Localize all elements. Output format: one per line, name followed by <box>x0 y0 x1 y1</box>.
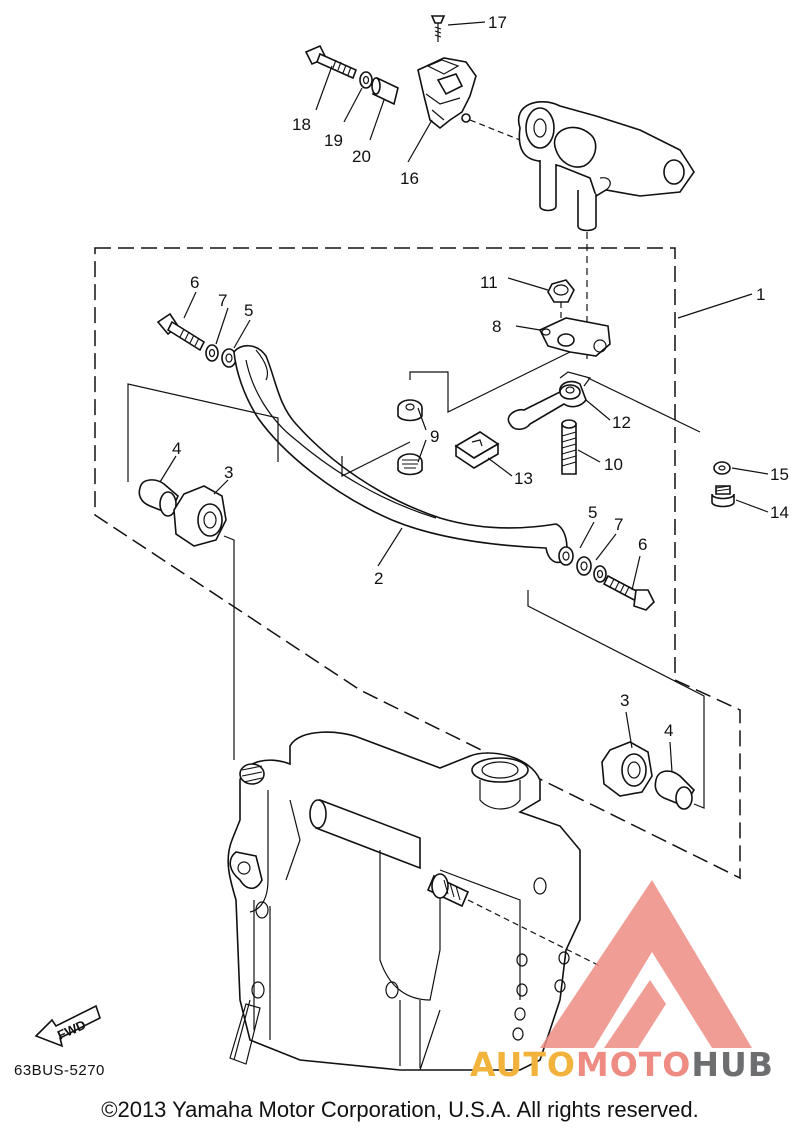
shaft-10 <box>561 419 601 475</box>
callout-4a: 4 <box>172 439 181 458</box>
bracket-assembly-16 <box>304 15 521 163</box>
clamp-bracket-reference <box>227 731 601 1071</box>
watermark-part2: MOTO <box>575 1045 692 1084</box>
collar-nut-left <box>127 383 279 760</box>
callout-6b: 6 <box>638 535 647 554</box>
collar-nut-right <box>527 590 705 810</box>
grommet-13 <box>454 431 513 477</box>
bolt-washer-set-left <box>156 291 251 368</box>
bolt-washer-set-right <box>558 521 655 611</box>
callout-7b: 7 <box>614 515 623 534</box>
bolt-washer-14-15 <box>587 377 769 513</box>
watermark-wordmark: AUTOMOTOHUB <box>470 1045 774 1084</box>
callout-12: 12 <box>612 413 631 432</box>
callout-16: 16 <box>400 169 419 188</box>
callout-8: 8 <box>492 317 501 336</box>
diagram-code: 63BUS-5270 <box>14 1062 105 1079</box>
callout-2: 2 <box>374 569 383 588</box>
swivel-clamp-reference <box>517 101 695 360</box>
callout-20: 20 <box>352 147 371 166</box>
copyright-notice: ©2013 Yamaha Motor Corporation, U.S.A. A… <box>101 1097 699 1122</box>
callout-19: 19 <box>324 131 343 150</box>
callout-17: 17 <box>488 13 507 32</box>
callout-numbers: 17 18 19 20 16 11 1 6 7 5 8 12 9 4 3 10 … <box>172 13 789 740</box>
callout-14: 14 <box>770 503 789 522</box>
callout-5a: 5 <box>244 301 253 320</box>
damper-callout-frame <box>341 351 571 477</box>
callout-9: 9 <box>430 427 439 446</box>
shift-arm-2 <box>233 344 568 567</box>
fwd-label: FWD <box>55 1017 88 1043</box>
damper-9 <box>397 399 427 476</box>
callout-7a: 7 <box>218 291 227 310</box>
callout-4b: 4 <box>664 721 673 740</box>
fwd-arrow-icon: FWD <box>34 1004 101 1048</box>
link-plate-8 <box>507 277 611 357</box>
callout-5b: 5 <box>588 503 597 522</box>
callout-11: 11 <box>480 273 498 292</box>
lever-12 <box>507 371 611 431</box>
callout-6a: 6 <box>190 273 199 292</box>
watermark-part1: AUTO <box>470 1045 576 1084</box>
leader-1 <box>677 293 753 319</box>
watermark-part3: HUB <box>691 1045 774 1084</box>
callout-3b: 3 <box>620 691 629 710</box>
callout-13: 13 <box>514 469 533 488</box>
assembly-outline <box>94 247 741 880</box>
callout-15: 15 <box>770 465 789 484</box>
callout-3a: 3 <box>224 463 233 482</box>
callout-1: 1 <box>756 285 765 304</box>
watermark-logo-icon <box>540 880 752 1048</box>
callout-10: 10 <box>604 455 623 474</box>
callout-18: 18 <box>292 115 311 134</box>
